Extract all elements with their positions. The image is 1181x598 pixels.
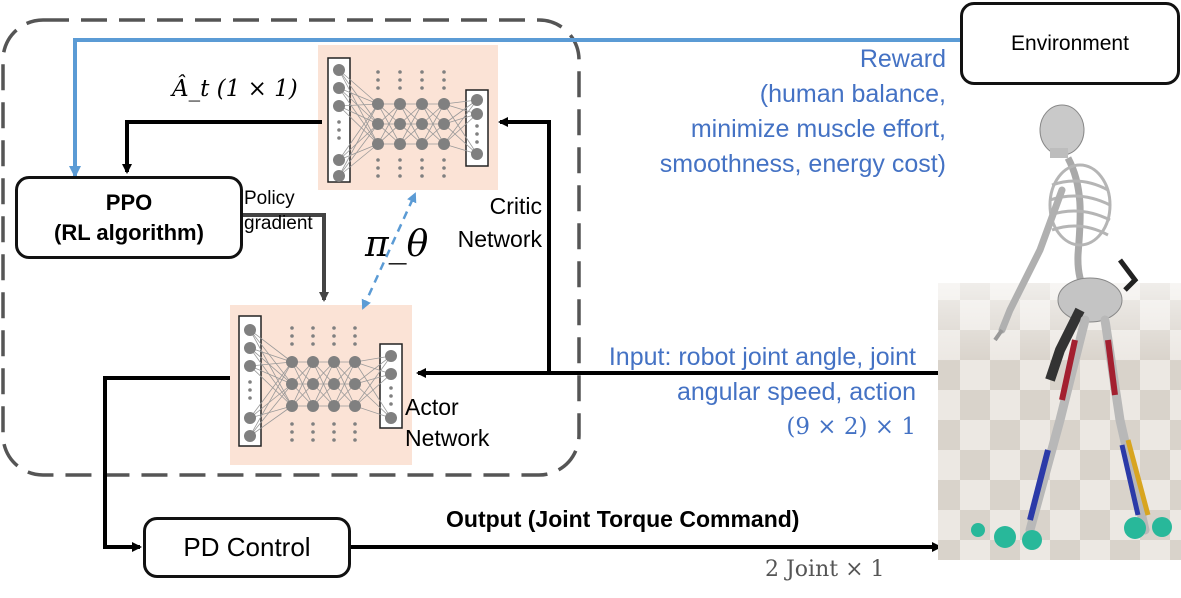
policy-gradient-arrow: [243, 213, 329, 302]
actor-network-label: Actor Network: [405, 394, 490, 451]
policy-gradient-label: Policy gradient: [244, 188, 313, 234]
ppo-sublabel: (RL algorithm): [54, 219, 204, 245]
input-to-critic-arrow: [498, 117, 551, 373]
skull: [1039, 104, 1085, 156]
output-label: Output (Joint Torque Command): [446, 506, 800, 532]
actor-network-graphic: [230, 305, 412, 465]
reward-arrow: [69, 38, 960, 178]
reward-label: Reward (human balance, minimize muscle e…: [659, 45, 946, 178]
actor-to-pd-arrow: [103, 376, 230, 552]
robot-frame: [1045, 307, 1085, 382]
ribcage: [1048, 163, 1112, 247]
simulation-scene: [938, 104, 1181, 560]
pd-control-box: PD Control: [143, 517, 351, 578]
ppo-label: PPO: [105, 189, 153, 215]
pd-control-label: PD Control: [183, 532, 311, 562]
pelvis: [1057, 277, 1123, 323]
pi-theta-label: π_θ: [365, 224, 429, 265]
environment-label: Environment: [1011, 31, 1129, 55]
ppo-box: PPO (RL algorithm): [15, 176, 243, 259]
critic-network-label: Critic Network: [457, 193, 542, 252]
pi-theta-link: [361, 192, 417, 310]
foot-contacts: [971, 517, 1172, 550]
arm: [998, 186, 1066, 334]
environment-box: Environment: [960, 2, 1180, 85]
critic-network-graphic: [318, 45, 498, 190]
output-dim-label: 2 Joint × 1: [765, 557, 885, 582]
advantage-label: Â_t (1 × 1): [172, 76, 298, 102]
leg-back: [1025, 315, 1090, 535]
advantage-arrow: [122, 120, 322, 174]
agent-boundary: [1, 18, 581, 477]
input-label: Input: robot joint angle, joint angular …: [608, 343, 916, 440]
